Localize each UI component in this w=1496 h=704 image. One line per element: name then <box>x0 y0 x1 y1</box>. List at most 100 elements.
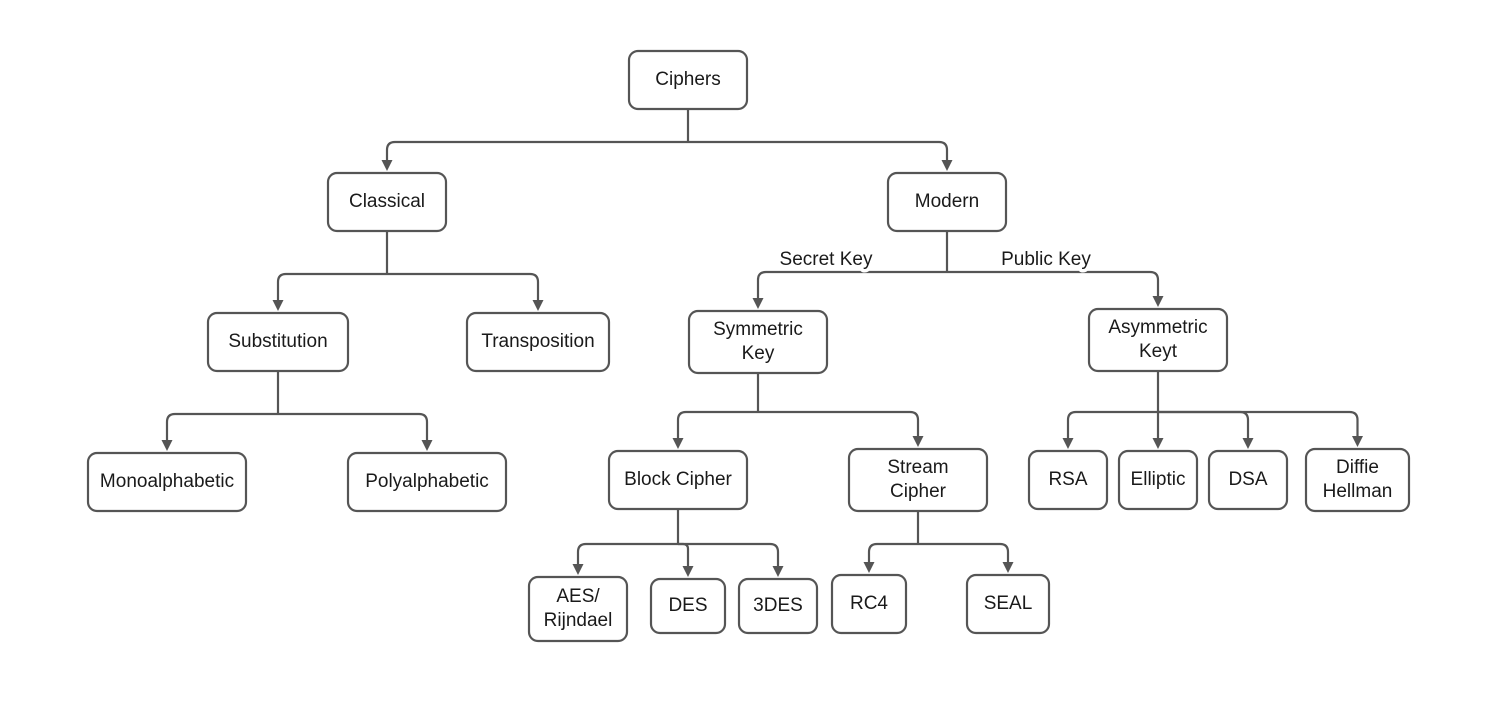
edge-symmetric-block <box>672 410 758 449</box>
arrowhead-icon <box>532 300 544 311</box>
node-label: RC4 <box>850 593 888 614</box>
node-box <box>737 577 819 635</box>
edge-block-aes <box>572 542 678 575</box>
edge-path <box>576 542 678 564</box>
node-elliptic[interactable]: Elliptic <box>1117 449 1199 511</box>
node-3des[interactable]: 3DES <box>737 577 819 635</box>
edge-path <box>276 272 387 300</box>
edge-path <box>918 542 1010 562</box>
arrowhead-icon <box>941 160 953 171</box>
edge-substitution-mono <box>161 412 278 451</box>
node-box <box>527 575 629 643</box>
arrowhead-icon <box>772 566 784 577</box>
node-classical[interactable]: Classical <box>326 171 448 233</box>
node-box <box>687 309 829 375</box>
node-label: Rijndael <box>544 610 613 631</box>
node-label: Asymmetric <box>1108 317 1207 338</box>
node-label: RSA <box>1048 469 1087 490</box>
edge-path <box>867 542 918 562</box>
node-label: Symmetric <box>713 319 803 340</box>
node-box <box>965 573 1051 635</box>
node-box <box>847 447 989 513</box>
node-box <box>1207 449 1289 511</box>
node-label: SEAL <box>984 593 1033 614</box>
node-label: Ciphers <box>655 69 720 90</box>
edge-classical-substitution <box>272 272 387 311</box>
node-polyalphabetic[interactable]: Polyalphabetic <box>346 451 508 513</box>
edge-block-3des <box>678 542 784 577</box>
node-box <box>607 449 749 511</box>
node-label: AES/ <box>556 586 600 607</box>
edge-path <box>676 410 758 438</box>
edge-classical-transposition <box>387 272 544 311</box>
edge-path <box>165 412 278 440</box>
node-rsa[interactable]: RSA <box>1027 449 1109 511</box>
node-label: Diffie <box>1336 457 1379 478</box>
node-label: Cipher <box>890 481 947 502</box>
node-rc4[interactable]: RC4 <box>830 573 908 635</box>
node-dsa[interactable]: DSA <box>1207 449 1289 511</box>
node-box <box>346 451 508 513</box>
arrowhead-icon <box>752 298 764 309</box>
edge-asymmetric-diffie <box>1158 410 1363 447</box>
node-label: Keyt <box>1139 341 1178 362</box>
node-box <box>649 577 727 635</box>
edge-path <box>756 270 947 298</box>
node-box <box>1117 449 1199 511</box>
node-label: 3DES <box>753 595 803 616</box>
node-label: Transposition <box>481 331 594 352</box>
node-label: DES <box>668 595 707 616</box>
arrowhead-icon <box>912 436 924 447</box>
edge-path <box>278 412 429 440</box>
secret-key-label: Secret Key <box>780 249 873 270</box>
node-label: Modern <box>915 191 979 212</box>
arrowhead-icon <box>1152 296 1164 307</box>
public-key-label-halo: Public Key <box>1001 249 1091 270</box>
arrowhead-icon <box>1352 436 1363 447</box>
edge-modern-asymmetric <box>947 270 1164 307</box>
node-box <box>1304 447 1411 513</box>
arrowhead-icon <box>1152 438 1164 449</box>
node-ciphers[interactable]: Ciphers <box>627 49 749 111</box>
node-substitution[interactable]: Substitution <box>206 311 350 373</box>
node-box <box>1027 449 1109 511</box>
node-aes-rijndael[interactable]: AES/Rijndael <box>527 575 629 643</box>
node-box <box>206 311 350 373</box>
arrowhead-icon <box>863 562 875 573</box>
arrowhead-icon <box>381 160 393 171</box>
node-box <box>1087 307 1229 373</box>
edge-path <box>1066 410 1158 438</box>
node-modern[interactable]: Modern <box>886 171 1008 233</box>
edge-path <box>678 542 780 566</box>
node-label: Hellman <box>1323 481 1393 502</box>
node-monoalphabetic[interactable]: Monoalphabetic <box>86 451 248 513</box>
arrowhead-icon <box>572 564 584 575</box>
edge-path <box>758 410 920 436</box>
arrowhead-icon <box>1002 562 1014 573</box>
node-seal[interactable]: SEAL <box>965 573 1051 635</box>
node-box <box>465 311 611 373</box>
node-des[interactable]: DES <box>649 577 727 635</box>
arrowhead-icon <box>272 300 284 311</box>
node-label: DSA <box>1228 469 1267 490</box>
arrowhead-icon <box>1062 438 1074 449</box>
edge-layer <box>161 110 1363 577</box>
node-transposition[interactable]: Transposition <box>465 311 611 373</box>
edge-asymmetric-rsa <box>1062 410 1158 449</box>
arrowhead-icon <box>682 566 694 577</box>
edge-path <box>678 542 690 566</box>
node-label: Key <box>742 343 775 364</box>
node-block-cipher[interactable]: Block Cipher <box>607 449 749 511</box>
edge-block-des <box>678 542 694 577</box>
edge-path <box>947 270 1160 296</box>
node-box <box>627 49 749 111</box>
node-label: Stream <box>887 457 948 478</box>
